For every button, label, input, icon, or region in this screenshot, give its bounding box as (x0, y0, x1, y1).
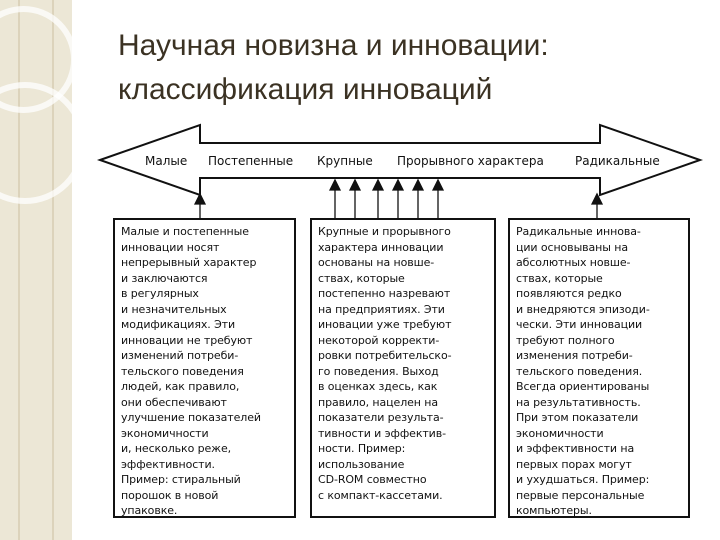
slide-title-line-2: классификация инноваций (118, 73, 493, 106)
arrow-label-breakthrough: Прорывного характера (397, 154, 544, 168)
decorative-sidebar (0, 0, 86, 540)
arrow-label-major: Крупные (317, 154, 373, 168)
slide-title-line-1: Научная новизна и инновации: (118, 29, 549, 62)
connector-left (193, 192, 207, 218)
sidebar-stripe (18, 0, 20, 540)
arrow-label-radical: Радикальные (575, 154, 660, 168)
connector-middle (328, 178, 445, 218)
box-small-incremental-text: Малые и постепенные инновации носят непр… (121, 225, 261, 517)
arrow-label-incremental: Постепенные (208, 154, 293, 168)
connector-right (590, 192, 604, 218)
sidebar-stripe (52, 0, 54, 540)
box-small-incremental: Малые и постепенные инновации носят непр… (113, 218, 296, 518)
box-radical-text: Радикальные иннова- ции основываны на аб… (516, 225, 650, 517)
box-major-breakthrough-text: Крупные и прорывного характера инновации… (318, 225, 452, 502)
arrow-label-small: Малые (145, 154, 187, 168)
decorative-circle (0, 82, 86, 204)
slide-title: Научная новизна и инновации: классификац… (118, 24, 698, 112)
box-radical: Радикальные иннова- ции основываны на аб… (508, 218, 690, 518)
box-major-breakthrough: Крупные и прорывного характера инновации… (310, 218, 496, 518)
scale-arrow (96, 123, 704, 197)
